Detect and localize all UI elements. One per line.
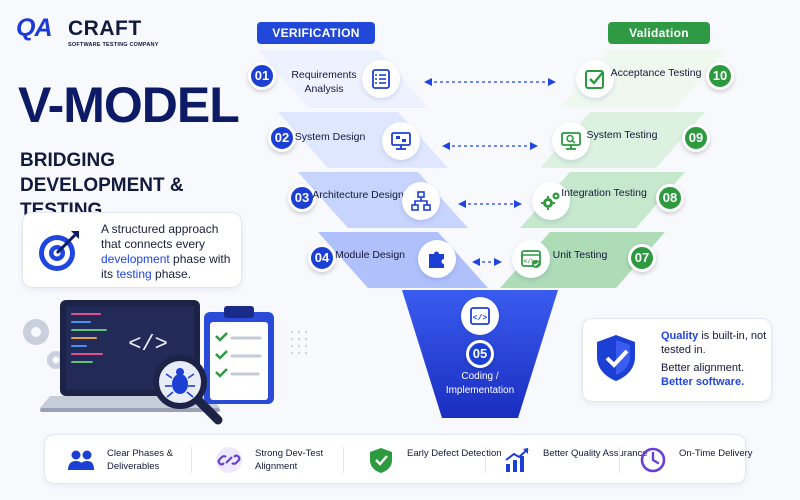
divider <box>343 447 344 473</box>
description-highlight: development <box>101 252 170 266</box>
company-logo: QA CRAFT SOFTWARE TESTING COMPANY <box>16 14 196 54</box>
svg-text:</>: </> <box>473 314 488 323</box>
step-label: Architecture Design <box>312 189 404 201</box>
step-label: System Design <box>294 131 366 143</box>
hierarchy-icon <box>411 191 431 211</box>
divider <box>619 447 620 473</box>
feature-label: On-Time Delivery <box>679 448 753 459</box>
step-number: 03 <box>288 184 316 212</box>
clock-icon <box>640 447 666 473</box>
quality-card: Quality is built-in, not tested in. Bette… <box>582 318 772 402</box>
step-icon <box>576 60 614 98</box>
monitor-search-icon <box>561 132 581 150</box>
step-number: 09 <box>682 124 710 152</box>
growth-chart-icon <box>505 448 529 472</box>
step-icon: </> <box>512 240 550 278</box>
checklist-icon <box>372 69 390 89</box>
people-icon <box>68 450 94 470</box>
checkbox-icon <box>585 70 604 89</box>
quality-part: Better alignment. <box>661 362 745 374</box>
code-check-icon: </> <box>521 250 541 268</box>
description-card: A structured approach that connects ever… <box>22 212 242 288</box>
step-label: Unit Testing <box>552 249 608 261</box>
feature-label: Better Quality Assurance <box>543 448 648 459</box>
feature-label: Early Defect Detection <box>407 448 502 459</box>
logo-name: CRAFT <box>68 17 142 40</box>
feature-label: Strong Dev-Test Alignment <box>255 448 324 472</box>
alignment-arrows <box>428 81 552 263</box>
step-icon <box>532 182 570 220</box>
step-number: 01 <box>248 62 276 90</box>
step-label: Requirements Analysis <box>291 69 357 95</box>
step-label: Module Design <box>334 249 406 261</box>
step-number: 05 <box>466 340 494 368</box>
gears-icon <box>541 192 560 210</box>
step-number: 10 <box>706 62 734 90</box>
description-part: phase with its <box>101 252 231 281</box>
validation-header: Validation <box>608 22 710 44</box>
step-number: 07 <box>628 244 656 272</box>
logo-mark: QA <box>16 14 52 42</box>
step-icon <box>418 240 456 278</box>
feature-label: Clear Phases & Deliverables <box>107 448 174 472</box>
shield-check-icon <box>370 448 392 473</box>
step-number: 02 <box>268 124 296 152</box>
verification-header: VERIFICATION <box>257 22 375 44</box>
code-icon: </> <box>470 307 490 325</box>
step-icon <box>402 182 440 220</box>
step-label: System Testing <box>586 129 658 141</box>
description-highlight: testing <box>116 267 152 281</box>
laptop-testing-illustration: </> <box>23 300 308 425</box>
step-icon <box>362 60 400 98</box>
link-icon <box>216 447 242 473</box>
arrow-heads <box>424 78 556 266</box>
step-label: Acceptance Testing <box>610 67 702 79</box>
page-title: V-MODEL <box>18 77 240 133</box>
divider <box>191 447 192 473</box>
features-bar: Clear Phases & Deliverables Strong Dev-T… <box>44 434 753 484</box>
step-number: 08 <box>656 184 684 212</box>
description-text: A structured approach that connects ever… <box>101 222 237 282</box>
description-part: phase. <box>151 267 192 281</box>
monitor-network-icon <box>391 132 411 150</box>
step-icon: </> <box>461 297 499 335</box>
step-icon <box>382 122 420 160</box>
quality-highlight: Quality <box>661 330 699 342</box>
svg-text:</>: </> <box>524 258 535 265</box>
divider <box>485 447 486 473</box>
quality-text: Quality is built-in, not tested in. Bette… <box>661 329 771 389</box>
puzzle-icon <box>429 251 444 268</box>
step-number: 04 <box>308 244 336 272</box>
step-icon <box>552 122 590 160</box>
quality-part: is built-in, not tested in. <box>661 330 767 356</box>
shield-check-icon <box>597 335 635 381</box>
quality-highlight: Better software. <box>661 376 745 388</box>
description-part: A structured approach that connects ever… <box>101 222 219 251</box>
target-icon <box>39 231 79 271</box>
svg-text:</>: </> <box>128 332 168 357</box>
step-label: Coding / Implementation <box>445 371 515 396</box>
step-label: Integration Testing <box>561 187 647 199</box>
logo-tagline: SOFTWARE TESTING COMPANY <box>68 42 159 48</box>
